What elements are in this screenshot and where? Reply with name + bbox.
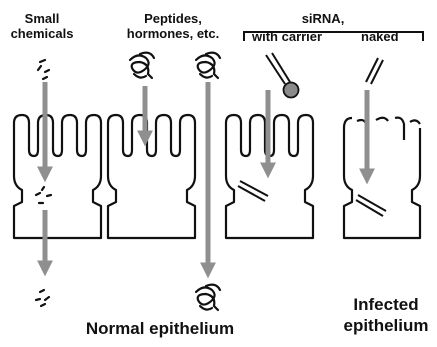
- epithelial-cell-1: [14, 115, 101, 238]
- epithelial-cell-2: [108, 115, 195, 238]
- small-molecule-icon: [38, 60, 49, 79]
- peptide-released-icon: [196, 285, 220, 310]
- sirna-bracket: [244, 32, 423, 41]
- peptide-icon: [130, 53, 154, 78]
- sirna-naked-in-cell-icon: [356, 195, 386, 216]
- sirna-carrier-icon: [266, 53, 299, 98]
- peptide-icon-2: [196, 53, 220, 78]
- small-molecule-released-icon: [36, 290, 49, 306]
- small-molecule-in-cell-icon: [36, 187, 51, 203]
- epithelial-cell-4-infected: [344, 118, 420, 238]
- sirna-in-cell-icon: [238, 181, 268, 201]
- sirna-naked-icon: [366, 58, 383, 84]
